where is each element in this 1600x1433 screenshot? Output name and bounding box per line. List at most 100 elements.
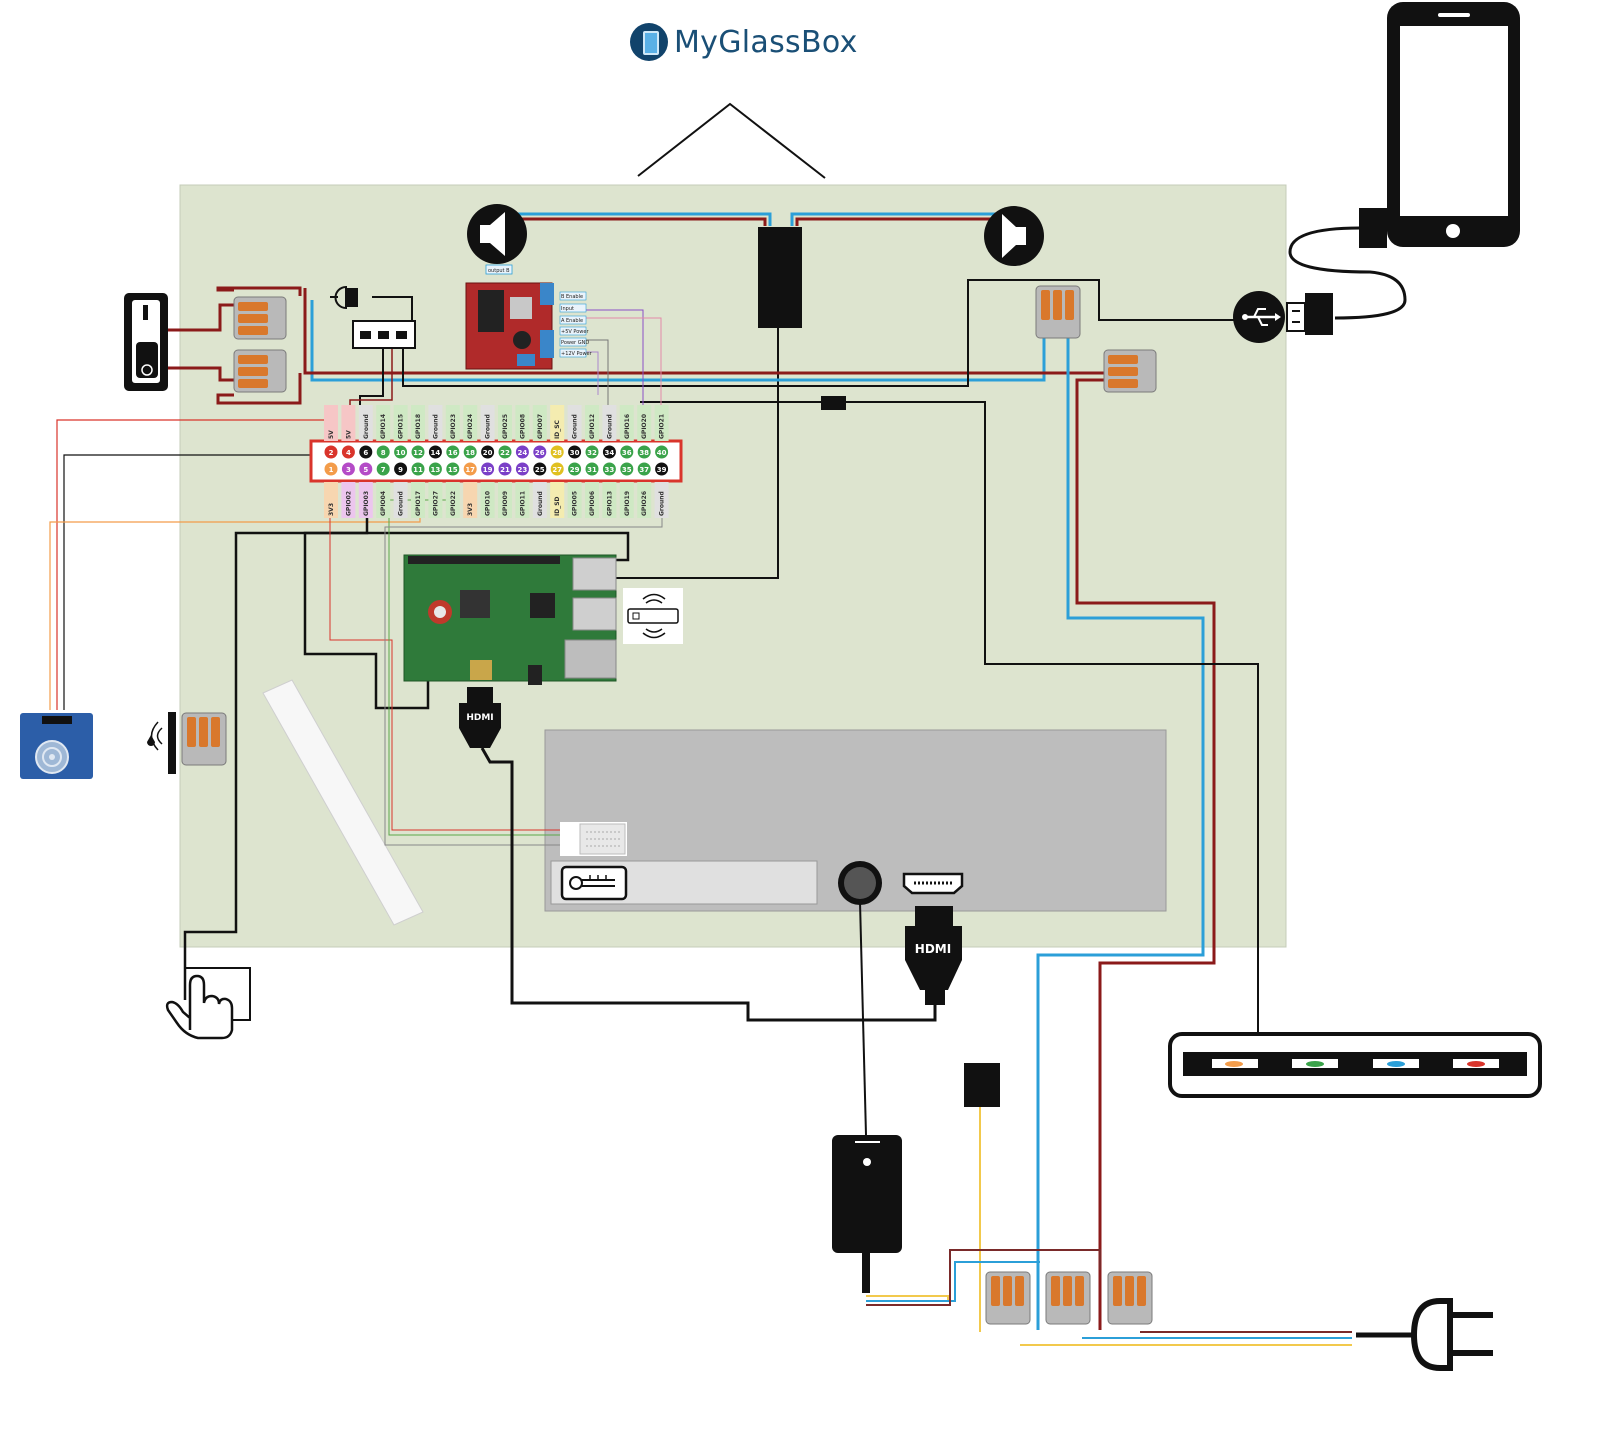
wago-connector xyxy=(1045,1271,1091,1325)
wire-pink xyxy=(586,317,662,410)
gpio-top-label: GPIO15 xyxy=(398,414,405,439)
wire-red xyxy=(866,1249,1101,1306)
gpio-top-label: GPIO08 xyxy=(519,414,526,439)
gpio-pin-number: 28 xyxy=(552,449,562,457)
gpio-pin-number: 17 xyxy=(465,466,475,474)
gpio-pin xyxy=(568,445,582,459)
wire-red xyxy=(303,288,1106,375)
gpio-bottom-label-bg xyxy=(654,482,669,518)
gpio-pin xyxy=(655,462,669,476)
gpio-pin xyxy=(376,462,390,476)
usb-plug xyxy=(1286,293,1333,335)
gpio-bottom-label-bg xyxy=(376,482,391,518)
gpio-pin xyxy=(515,462,529,476)
gpio-pin-number: 10 xyxy=(396,449,406,457)
touch-hand-icon[interactable] xyxy=(165,974,234,1040)
gpio-bottom-label-bg xyxy=(341,482,356,518)
gpio-top-label: Ground xyxy=(432,414,439,439)
gpio-pin xyxy=(568,462,582,476)
gpio-bottom-label-bg xyxy=(515,482,530,518)
gpio-pin-number: 27 xyxy=(552,466,562,474)
gpio-bottom-label: GPIO17 xyxy=(415,491,422,516)
gpio-bottom-label: GPIO22 xyxy=(450,491,457,516)
gpio-bottom-label: GPIO05 xyxy=(572,491,579,516)
gpio-pin xyxy=(585,462,599,476)
light-sensor-icon xyxy=(838,861,882,905)
gpio-top-label: 5V xyxy=(345,430,352,439)
gpio-pin-number: 1 xyxy=(329,466,334,474)
motor-driver-board: output B xyxy=(465,264,554,370)
power-switch[interactable] xyxy=(124,293,168,391)
wire-gray xyxy=(586,351,599,395)
gpio-pin-number: 2 xyxy=(329,449,334,457)
gpio-pin-number: 4 xyxy=(346,449,351,457)
gpio-bottom-label: GPIO06 xyxy=(589,491,596,516)
wago-connector xyxy=(1103,349,1157,393)
speaker-icon xyxy=(984,206,1044,266)
wire-red xyxy=(56,419,330,710)
gpio-pin-number: 20 xyxy=(483,449,493,457)
gpio-bottom-label-bg xyxy=(393,482,408,518)
phone-cable xyxy=(1288,226,1407,320)
gpio-bottom-label-bg xyxy=(480,482,495,518)
wire-blue xyxy=(1036,336,1205,1330)
wire-black xyxy=(640,401,1259,1035)
gpio-top-label-bg xyxy=(585,405,599,441)
display-hdmi-label: HDMI xyxy=(915,942,951,956)
gpio-top-label: Ground xyxy=(485,414,492,439)
gpio-top-label: GPIO24 xyxy=(467,414,474,439)
gpio-pin xyxy=(515,445,529,459)
gpio-top-label-bg xyxy=(619,405,634,441)
wire-red xyxy=(216,373,302,405)
gpio-bottom-label-bg xyxy=(619,482,634,518)
led-controller-block xyxy=(964,1063,1000,1107)
gpio-top-label: 5V xyxy=(328,430,335,439)
gpio-pin-number: 40 xyxy=(657,449,667,457)
gpio-bottom-label: ID_SD xyxy=(554,496,561,516)
gpio-top-label: Ground xyxy=(572,414,579,439)
wire-black xyxy=(480,747,937,1022)
gpio-top-label-bg xyxy=(445,405,460,441)
gpio-pin xyxy=(341,462,355,476)
speaker-icon xyxy=(467,204,527,264)
display-hdmi-plug: HDMI xyxy=(905,906,962,1005)
gpio-top-label: ID_SC xyxy=(554,419,561,439)
gpio-top-label: GPIO23 xyxy=(450,414,457,439)
gpio-pin xyxy=(341,445,355,459)
gpio-pin xyxy=(411,445,425,459)
hdmi-port-icon xyxy=(902,872,964,895)
gpio-pin xyxy=(637,445,651,459)
driver-pin-label: +5V Power xyxy=(561,329,589,335)
phone-logo-icon xyxy=(630,23,668,61)
driver-pin-label: Power GND xyxy=(561,340,589,346)
gpio-top-label: GPIO18 xyxy=(415,414,422,439)
gpio-pin xyxy=(498,445,512,459)
gpio-top-label-bg xyxy=(358,405,373,441)
gpio-top-label: GPIO07 xyxy=(537,414,544,439)
rpi-hdmi-plug: HDMI xyxy=(459,687,501,748)
gpio-pin xyxy=(411,462,425,476)
wires xyxy=(49,212,1407,1346)
wire-red xyxy=(168,366,234,382)
gpio-top-label: GPIO16 xyxy=(624,414,631,439)
gpio-top-label: GPIO14 xyxy=(380,414,387,439)
gpio-top-label-bg xyxy=(567,405,582,441)
hanger-line xyxy=(637,102,826,179)
gpio-pin-number: 6 xyxy=(363,449,368,457)
gpio-bottom-label-bg xyxy=(637,482,652,518)
gpio-pin-number: 38 xyxy=(639,449,649,457)
touch-sensor-module xyxy=(20,713,93,779)
gpio-pin xyxy=(446,462,460,476)
relay-block xyxy=(821,396,846,410)
wire-purple xyxy=(586,309,644,410)
gpio-pin-number: 25 xyxy=(535,466,545,474)
wago-connector xyxy=(1107,1271,1153,1325)
gpio-pin xyxy=(585,445,599,459)
gpio-pin-number: 26 xyxy=(535,449,545,457)
wago-connector xyxy=(181,712,227,766)
gpio-bottom-label: 3V3 xyxy=(328,503,335,516)
gpio-bottom-label: GPIO02 xyxy=(345,491,352,516)
gpio-pin xyxy=(481,445,495,459)
gpio-pin-number: 9 xyxy=(398,466,403,474)
gpio-pin xyxy=(481,462,495,476)
